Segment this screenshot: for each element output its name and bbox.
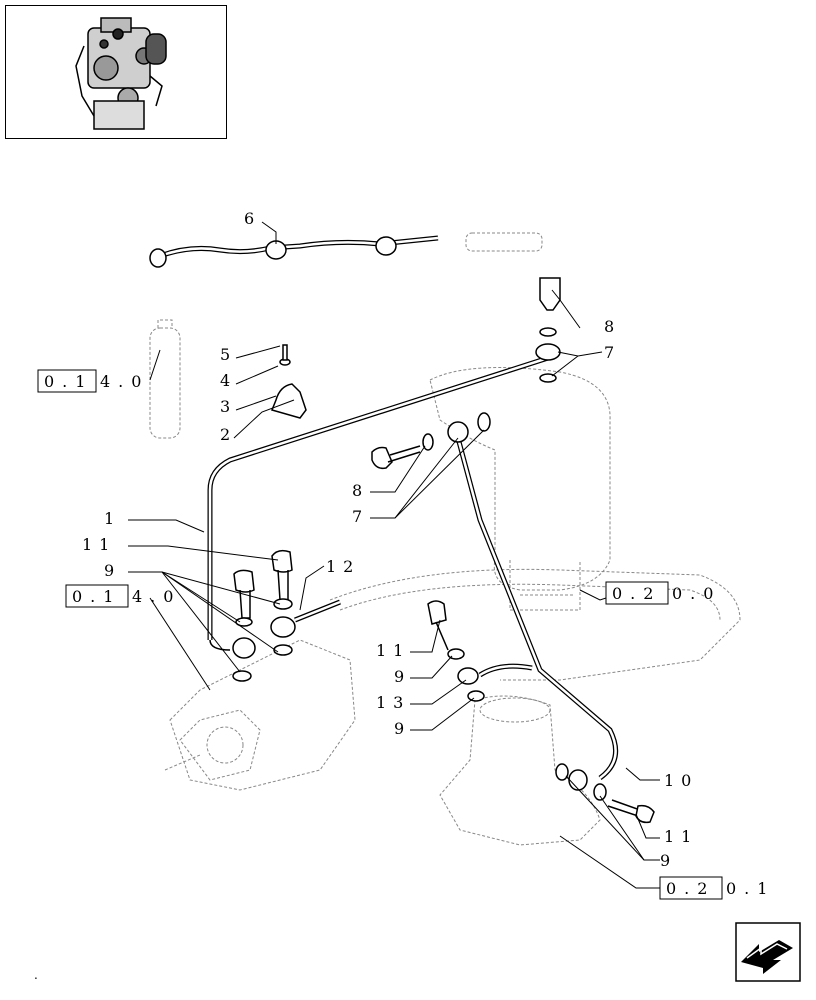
leader-lines (128, 221, 660, 889)
reference-parts (149, 232, 741, 846)
label-9-c: 9 (394, 719, 411, 738)
label-2: 2 (220, 425, 237, 444)
label-7-top: 7 (604, 343, 621, 362)
svg-text:0.2: 0.2 (666, 879, 715, 898)
label-6: 6 (244, 209, 261, 228)
next-page-button[interactable] (735, 922, 801, 982)
next-page-arrow-icon (735, 922, 801, 982)
svg-text:0.1: 0.1 (72, 587, 121, 606)
svg-text:4.0: 4.0 (100, 372, 149, 391)
label-9-a: 9 (104, 561, 121, 580)
svg-text:0.0: 0.0 (672, 584, 721, 603)
label-9-b: 9 (394, 667, 411, 686)
svg-text:4.0: 4.0 (132, 587, 181, 606)
engine-thumbnail (5, 5, 227, 139)
callout-labels: 6 5 4 3 2 8 7 8 7 1 11 9 12 11 9 13 9 10… (82, 209, 698, 870)
ref-0-14-0-top[interactable]: 0.1 4.0 (37, 349, 161, 393)
label-11-b: 11 (376, 641, 410, 660)
label-13: 13 (376, 693, 410, 712)
label-11-c: 11 (664, 827, 698, 846)
label-1: 1 (104, 509, 121, 528)
ref-0-14-0-bottom[interactable]: 0.1 4.0 (65, 584, 181, 608)
label-5: 5 (220, 345, 237, 364)
label-10: 10 (664, 771, 698, 790)
label-3: 3 (220, 397, 237, 416)
reference-callouts: 0.1 4.0 0.1 4.0 0.2 0.0 0.2 0.1 (37, 349, 775, 900)
ref-0-20-1[interactable]: 0.2 0.1 (659, 876, 775, 900)
engine-thumbnail-icon (75, 17, 167, 130)
label-11-a: 11 (82, 535, 116, 554)
footer-dot: . (34, 968, 38, 982)
label-12: 12 (326, 557, 360, 576)
label-4: 4 (220, 371, 237, 390)
label-8-left: 8 (352, 481, 369, 500)
label-9-d: 9 (660, 851, 677, 870)
svg-text:0.1: 0.1 (44, 372, 93, 391)
label-7-left: 7 (352, 507, 369, 526)
svg-text:0.2: 0.2 (612, 584, 661, 603)
ref-0-20-0[interactable]: 0.2 0.0 (605, 581, 721, 605)
solid-parts (149, 235, 655, 824)
svg-text:0.1: 0.1 (726, 879, 775, 898)
label-8-top: 8 (604, 317, 621, 336)
